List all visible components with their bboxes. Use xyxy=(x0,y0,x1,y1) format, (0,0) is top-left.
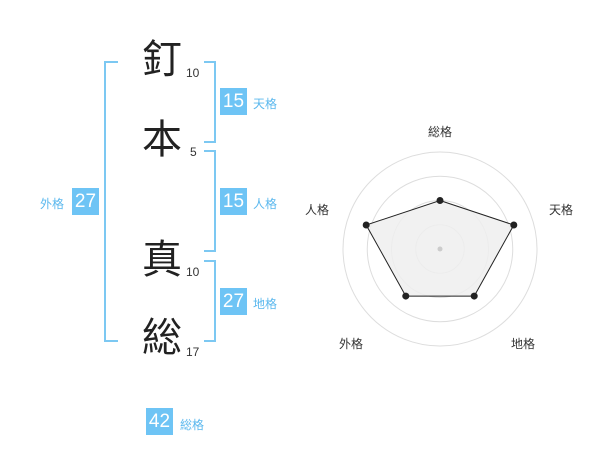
gaikaku-bracket xyxy=(104,61,118,342)
chikaku-label: 地格 xyxy=(253,297,278,311)
gaikaku-value: 27 xyxy=(72,188,99,215)
jinkaku-bracket xyxy=(204,150,216,252)
soukaku-label: 総格 xyxy=(180,418,205,432)
radar-axis-label-gaikaku: 外格 xyxy=(339,337,364,351)
name-char-1: 釘 xyxy=(142,37,182,83)
tenkaku-bracket xyxy=(204,61,216,143)
gaikaku-label: 外格 xyxy=(40,197,65,211)
jinkaku-label: 人格 xyxy=(253,197,278,211)
radar-axis-label-tenkaku: 天格 xyxy=(549,203,574,217)
radar-ring xyxy=(342,151,538,347)
radar-point-5 xyxy=(362,221,370,229)
radar-point-1 xyxy=(436,197,444,204)
chikaku-bracket xyxy=(204,260,216,342)
radar-axis-label-soukaku: 総格 xyxy=(428,125,453,139)
radar-axis-label-jinkaku: 人格 xyxy=(305,203,330,217)
name-char-2: 本 xyxy=(142,117,182,163)
radar-axis-label-chikaku: 地格 xyxy=(511,337,536,351)
stroke-count-3: 10 xyxy=(186,265,200,279)
name-char-3: 真 xyxy=(142,237,182,283)
radar-point-3 xyxy=(470,292,478,300)
chikaku-value: 27 xyxy=(220,288,247,315)
name-char-4: 総 xyxy=(142,315,182,361)
radar-center-dot xyxy=(437,246,443,252)
stroke-count-2: 5 xyxy=(190,145,197,159)
stroke-count-1: 10 xyxy=(186,66,200,80)
tenkaku-value: 15 xyxy=(220,88,247,115)
tenkaku-label: 天格 xyxy=(253,97,278,111)
radar-point-4 xyxy=(402,292,410,300)
stroke-count-4: 17 xyxy=(186,345,200,359)
radar-ring xyxy=(366,175,514,323)
radar-point-2 xyxy=(510,221,518,229)
soukaku-value: 42 xyxy=(146,408,173,435)
jinkaku-value: 15 xyxy=(220,188,247,215)
